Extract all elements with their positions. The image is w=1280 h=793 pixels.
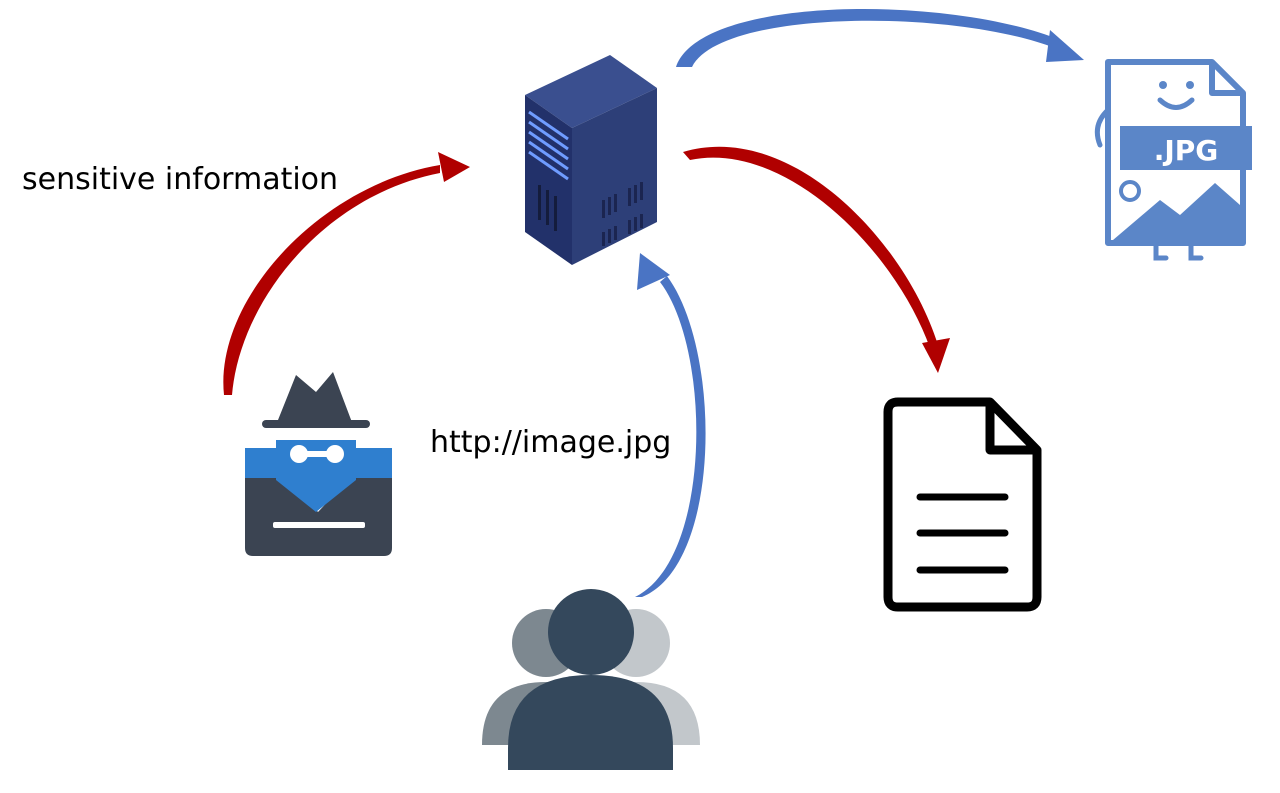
request-arrow-to-server — [635, 253, 706, 597]
attack-arrow-to-server — [223, 152, 470, 395]
sensitive-information-label: sensitive information — [22, 162, 339, 197]
users-group-icon — [482, 589, 700, 770]
document-icon — [883, 397, 1042, 612]
jpg-badge-text: .JPG — [1154, 134, 1219, 167]
jpg-file-icon: .JPG — [1094, 59, 1252, 261]
hacker-icon — [245, 372, 392, 556]
server-icon — [525, 55, 657, 265]
image-url-label: http://image.jpg — [430, 425, 672, 460]
response-arrow-to-jpg — [676, 9, 1084, 67]
attack-arrow-to-document — [683, 146, 950, 373]
